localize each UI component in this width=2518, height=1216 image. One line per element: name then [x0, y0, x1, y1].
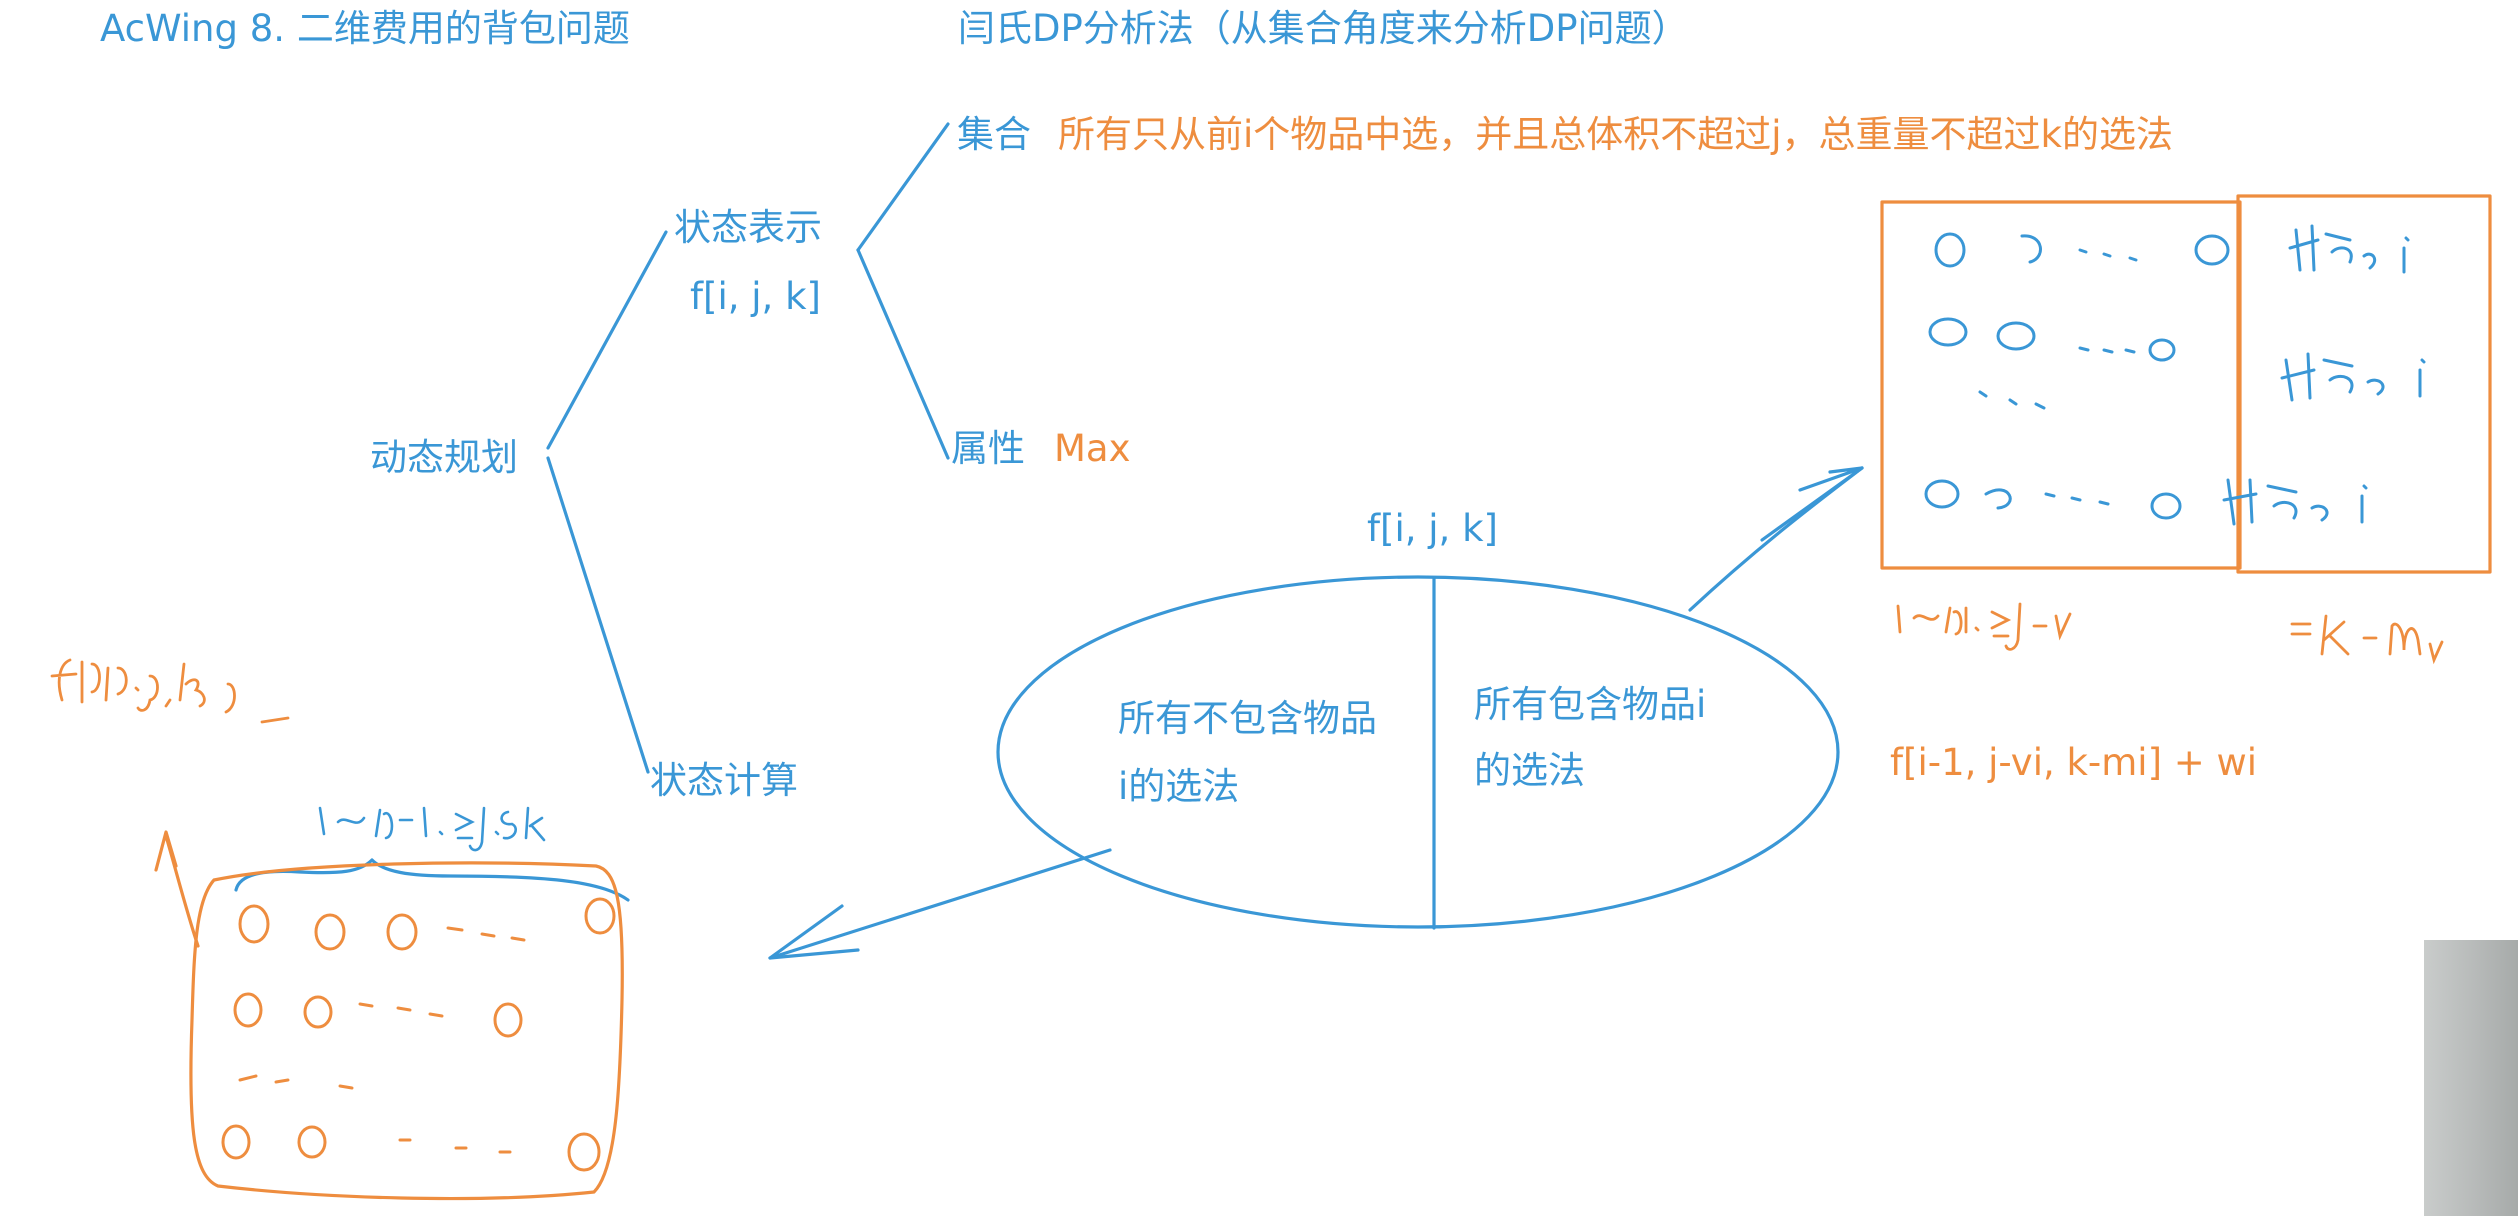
item-scribble-2: [2282, 354, 2424, 400]
right-box-item-column: [2238, 196, 2490, 572]
left-box-outline: [191, 863, 622, 1199]
partition-ellipse: [998, 577, 1838, 927]
arrow-right-head-a: [1762, 468, 1862, 540]
handwritten-right-weight: [2292, 616, 2442, 660]
state-branch-upper: [858, 124, 948, 250]
arrow-right-shaft: [1690, 468, 1862, 610]
webcam-overlay: [2424, 940, 2518, 1216]
state-branch-lower: [858, 250, 948, 458]
right-box-main: [1882, 202, 2240, 568]
handwritten-right-range: [1898, 604, 2070, 649]
arrow-left-shaft: [770, 850, 1110, 958]
root-branch-lower: [548, 458, 648, 772]
item-scribble-3: [2224, 480, 2366, 524]
item-scribble-1: [2290, 226, 2408, 272]
handwritten-left-range: [320, 808, 544, 850]
handwritten-prev-state: [52, 660, 235, 712]
arrow-left-head: [770, 906, 858, 958]
root-branch-upper: [548, 232, 666, 448]
arrow-right-head-b: [1800, 468, 1862, 490]
handwritten-underline: [262, 718, 288, 722]
